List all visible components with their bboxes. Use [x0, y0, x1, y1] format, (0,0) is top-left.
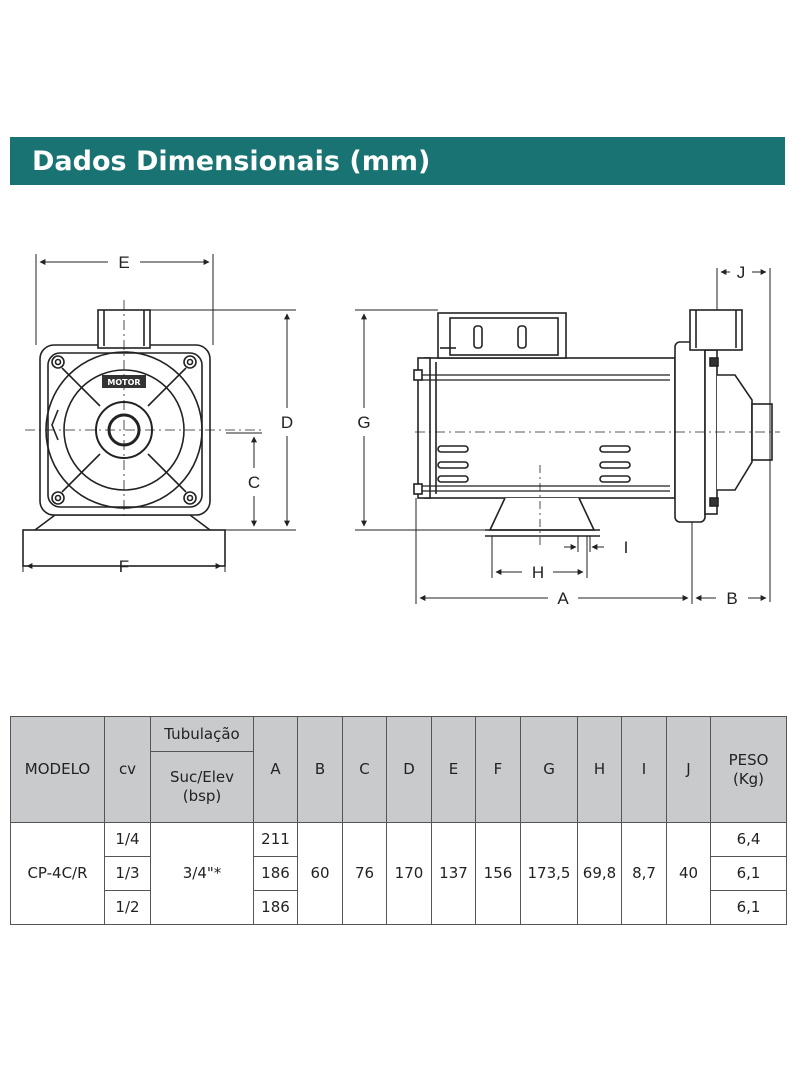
technical-drawing: MOTOR — [22, 253, 780, 608]
header-bsp-label: (bsp) — [182, 787, 222, 805]
header-A: A — [253, 716, 298, 823]
label-F: F — [119, 557, 129, 576]
cell-I: 8,7 — [621, 822, 667, 925]
header-cv: cv — [104, 716, 151, 823]
cell-cv: 1/3 — [104, 856, 151, 891]
cell-cv: 1/2 — [104, 890, 151, 925]
cell-A: 186 — [253, 890, 298, 925]
header-modelo: MODELO — [10, 716, 105, 823]
label-C: C — [248, 473, 260, 492]
cell-tubulacao: 3/4"* — [150, 822, 254, 925]
label-H: H — [532, 563, 544, 582]
cell-peso: 6,4 — [710, 822, 787, 857]
cell-modelo: CP-4C/R — [10, 822, 105, 925]
side-view — [413, 309, 780, 548]
cell-C: 76 — [342, 822, 387, 925]
header-F: F — [475, 716, 521, 823]
header-B: B — [297, 716, 343, 823]
cell-D: 170 — [386, 822, 432, 925]
label-A: A — [557, 589, 569, 608]
header-tubulacao: Tubulação — [150, 716, 254, 752]
cell-F: 156 — [475, 822, 521, 925]
dimensions-table: MODELO cv Tubulação A B C D E F G H I J … — [10, 716, 787, 925]
table-row: 1/3 186 6,1 — [11, 856, 787, 891]
table-row: CP-4C/R 1/4 3/4"* 211 60 76 170 137 156 … — [10, 822, 787, 925]
cell-cv: 1/4 — [104, 822, 151, 857]
front-view — [22, 300, 265, 567]
cell-H: 69,8 — [577, 822, 622, 925]
header-J: J — [666, 716, 711, 823]
header-suc-elev-label: Suc/Elev — [169, 768, 235, 787]
label-E: E — [118, 253, 129, 272]
cell-E: 137 — [431, 822, 476, 925]
cell-J: 40 — [666, 822, 711, 925]
header-G: G — [520, 716, 578, 823]
header-C: C — [342, 716, 387, 823]
cell-A: 186 — [253, 856, 298, 891]
dimension-lines-side — [355, 268, 771, 604]
header-E: E — [431, 716, 476, 823]
label-I: I — [624, 538, 629, 557]
cell-peso: 6,1 — [710, 856, 787, 891]
header-I: I — [621, 716, 667, 823]
label-B: B — [726, 589, 737, 608]
brand-logo-text: MOTOR — [107, 378, 140, 387]
cell-B: 60 — [297, 822, 343, 925]
header-suc-elev: Suc/Elev (bsp) — [150, 751, 254, 823]
cell-G: 173,5 — [520, 822, 578, 925]
header-H: H — [577, 716, 622, 823]
brand-logo: MOTOR — [102, 375, 146, 388]
cell-A: 211 — [253, 822, 298, 857]
header-peso: PESO (Kg) — [710, 716, 787, 823]
header-D: D — [386, 716, 432, 823]
cell-peso: 6,1 — [710, 890, 787, 925]
dimension-lines-front — [22, 254, 296, 572]
label-G: G — [357, 413, 370, 432]
label-J: J — [737, 263, 746, 282]
label-D: D — [281, 413, 293, 432]
header-peso-unit: (Kg) — [732, 769, 765, 788]
page-title: Dados Dimensionais (mm) — [32, 145, 431, 177]
table-row: 1/2 186 6,1 — [11, 890, 787, 925]
header-peso-label: PESO — [728, 750, 769, 769]
title-bar: Dados Dimensionais (mm) — [10, 137, 785, 185]
dimension-labels: E F D C G J H I A B — [118, 253, 745, 608]
